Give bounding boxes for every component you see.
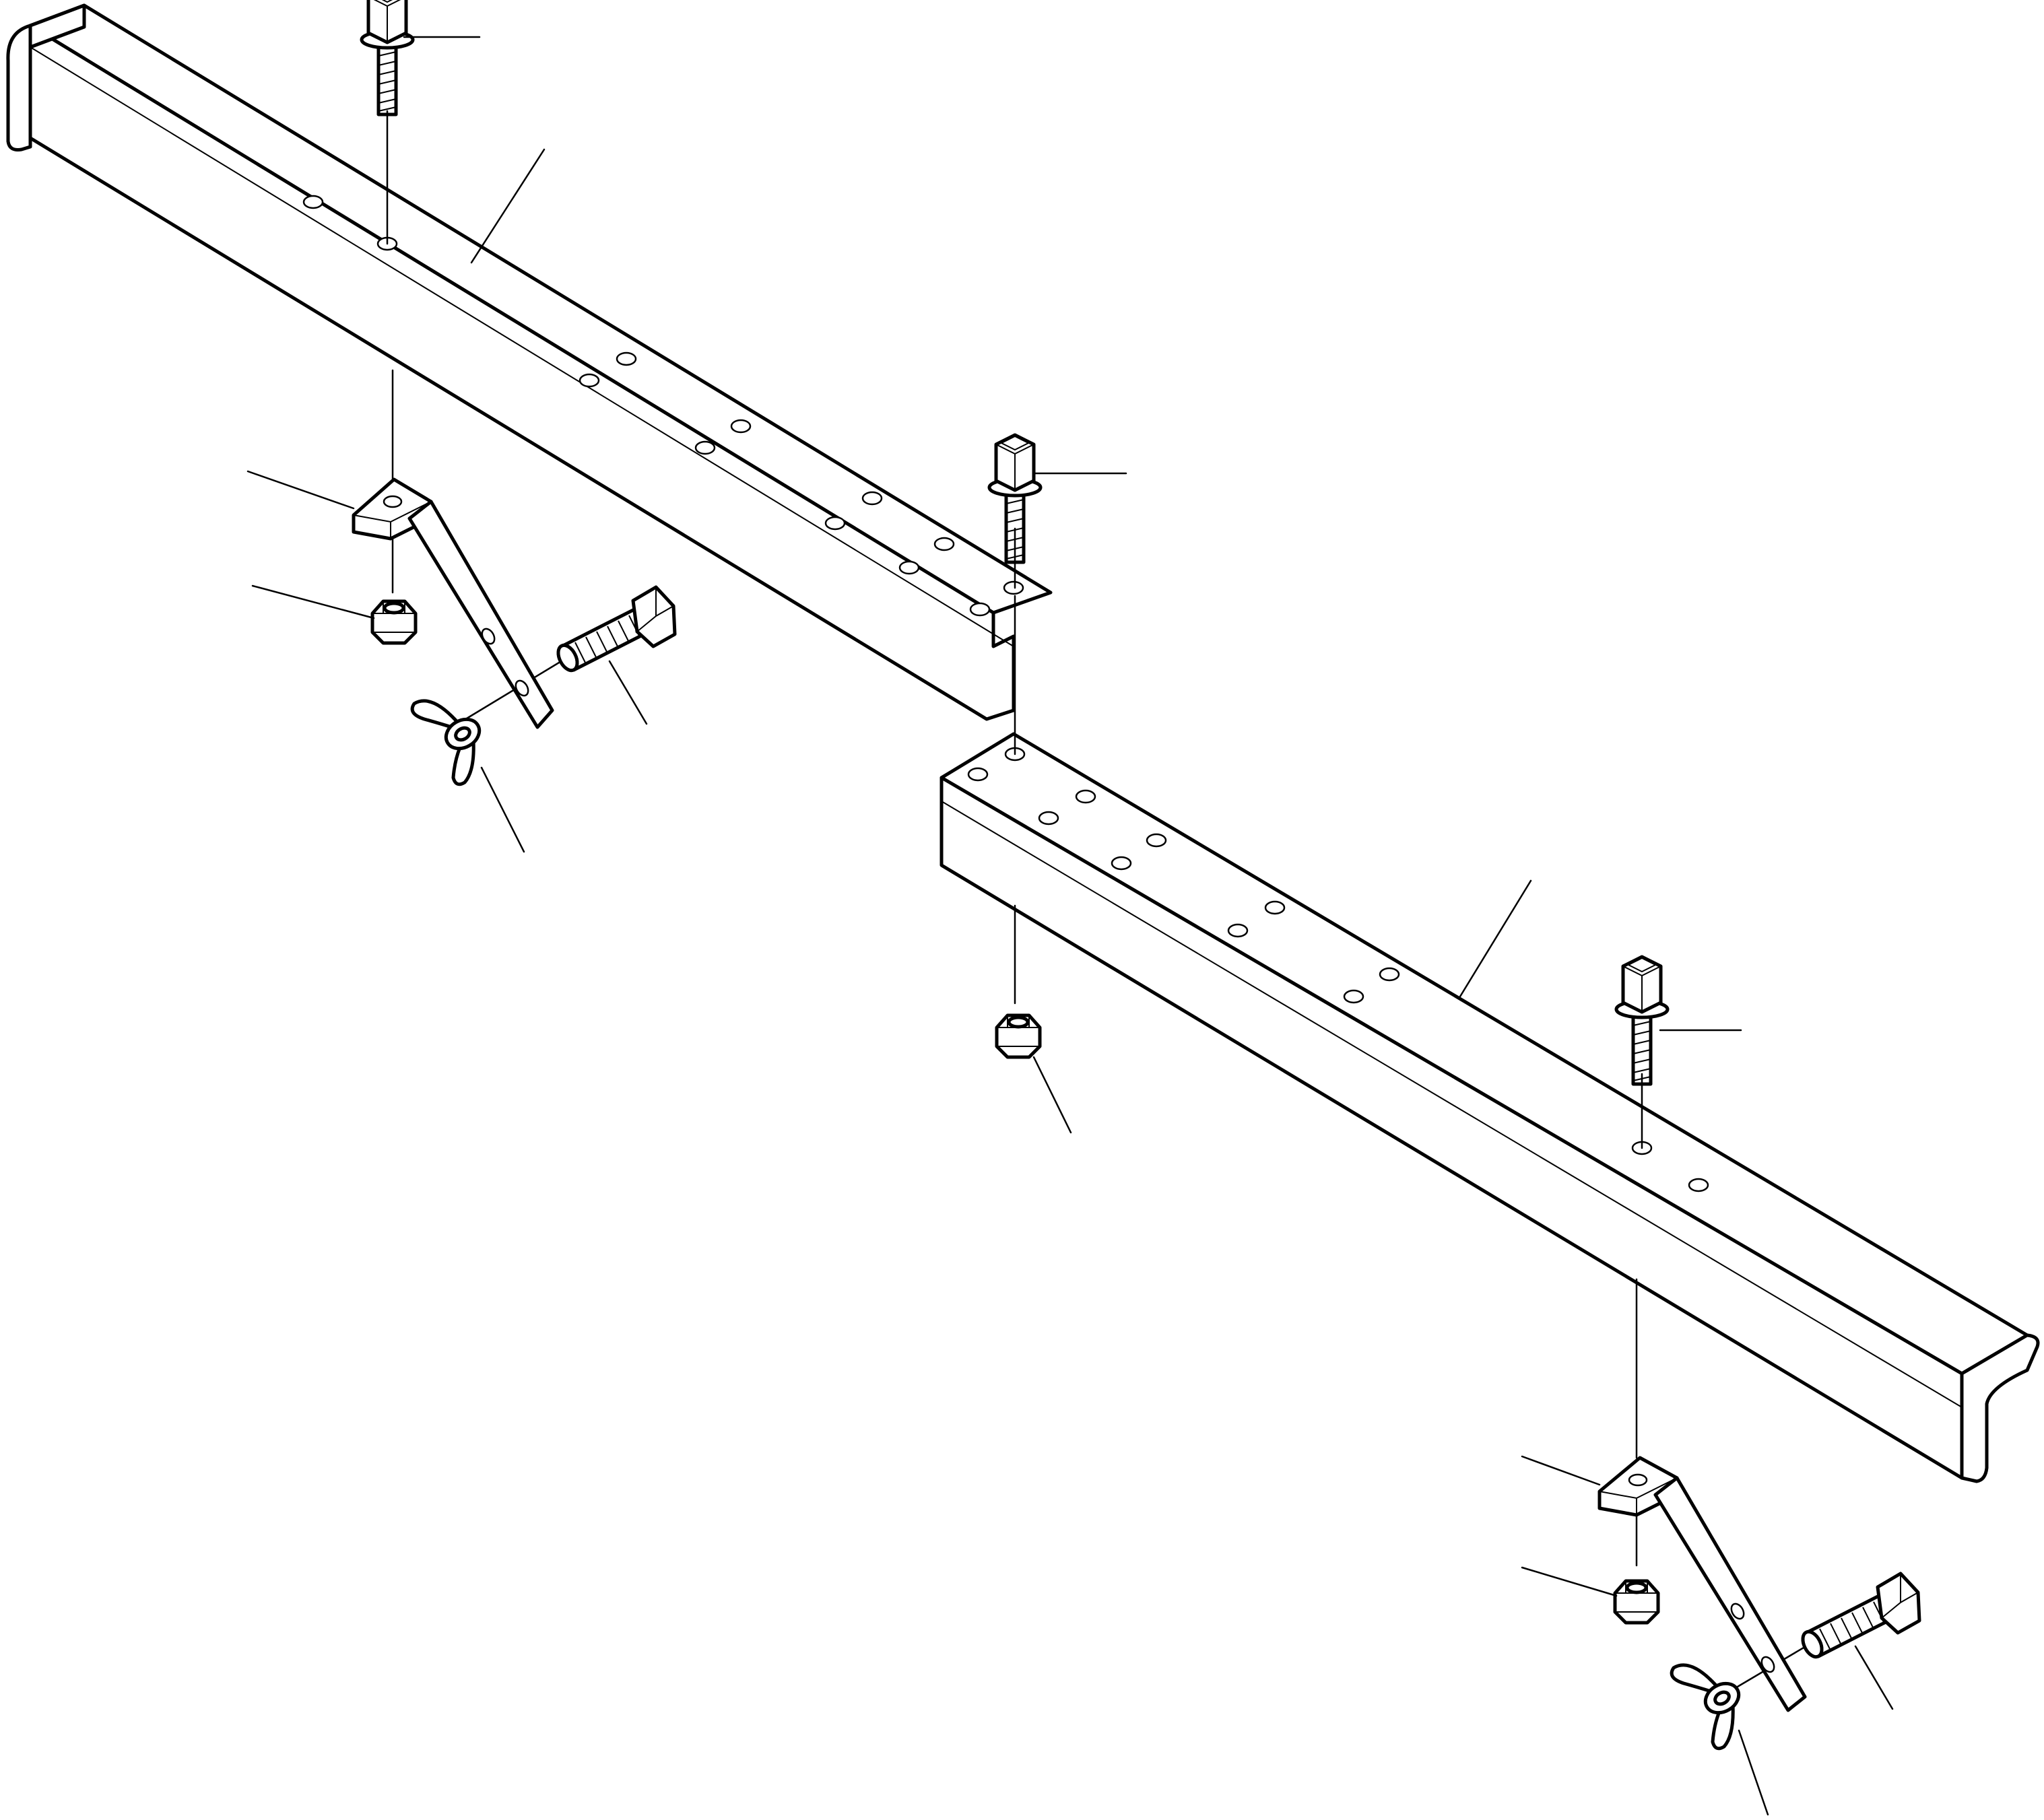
hex-bolt-lower <box>1799 1574 1919 1710</box>
leader-wing-nut-upper <box>480 766 525 853</box>
hex-nut-center <box>997 1015 1072 1134</box>
leader-hex-nut-upper <box>251 584 375 619</box>
leader-stay-bracket-lower <box>1521 1455 1601 1486</box>
upper-bar-holes <box>302 195 1024 617</box>
leader-hex-bolt-lower <box>1854 1645 1894 1710</box>
flange-bolt-middle <box>989 435 1127 562</box>
stay-bracket-upper <box>246 470 554 729</box>
flange-bolt-upper <box>362 0 481 114</box>
hex-nut-upper <box>251 584 416 643</box>
leader-stay-bracket-upper <box>246 470 355 510</box>
leader-wing-nut-lower <box>1738 1729 1769 1816</box>
hex-bolt-upper <box>554 587 675 725</box>
wing-nut-lower <box>1672 1665 1769 1816</box>
angle-bar-upper <box>6 3 1053 721</box>
leader-hex-nut-lower <box>1521 1566 1618 1597</box>
leader-hex-bolt-upper <box>608 660 648 725</box>
stay-bracket-lower <box>1521 1455 1807 1712</box>
flange-bolt-lower <box>1616 957 1742 1084</box>
hex-nut-lower <box>1521 1566 1658 1623</box>
leader-hex-nut-center <box>1032 1056 1072 1134</box>
leader-upper-bar <box>470 148 546 264</box>
angle-bar-lower <box>939 732 2040 1483</box>
wing-nut-upper <box>412 701 525 853</box>
assembly-center-lines <box>386 110 1813 1688</box>
leader-lower-bar <box>1459 879 1532 998</box>
lower-bar-holes <box>967 747 1709 1192</box>
